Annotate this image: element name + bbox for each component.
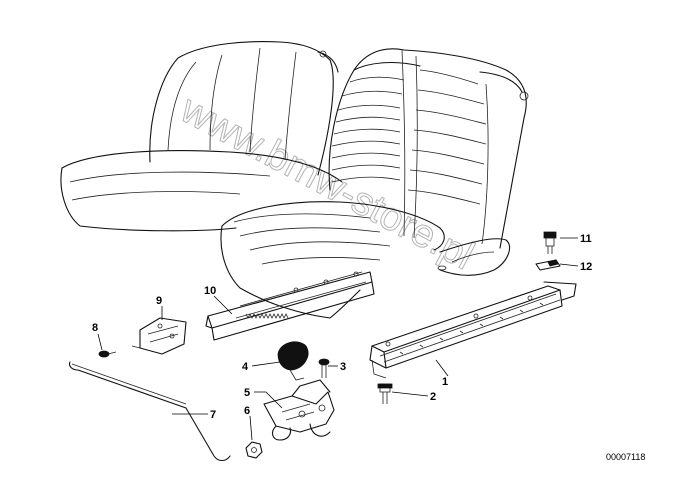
lever-mechanism-part-5 bbox=[263, 379, 335, 441]
bracket-part-9 bbox=[131, 317, 187, 355]
screw-part-3 bbox=[318, 358, 330, 378]
callout-8: 8 bbox=[92, 322, 98, 334]
callout-5: 5 bbox=[244, 387, 250, 399]
connecting-rod-part-7 bbox=[68, 361, 231, 462]
part-number: 00007118 bbox=[606, 452, 645, 462]
callout-6: 6 bbox=[244, 405, 250, 417]
bolt-part-2 bbox=[377, 383, 393, 404]
callout-1: 1 bbox=[442, 376, 448, 388]
callout-9: 9 bbox=[156, 295, 162, 307]
leader-lines bbox=[97, 237, 579, 441]
nut-part-6 bbox=[245, 441, 263, 459]
callout-7: 7 bbox=[210, 409, 216, 421]
front-seat bbox=[220, 48, 529, 319]
callout-3: 3 bbox=[340, 361, 346, 373]
callout-12: 12 bbox=[580, 261, 592, 273]
callout-11: 11 bbox=[580, 233, 592, 245]
bolt-part-11 bbox=[543, 231, 557, 254]
screw-part-8 bbox=[98, 350, 117, 358]
rear-seat-outline bbox=[60, 41, 343, 232]
callout-4: 4 bbox=[242, 361, 249, 373]
rail-outer-part-1 bbox=[369, 281, 577, 379]
callout-2: 2 bbox=[430, 391, 436, 403]
knob-part-4 bbox=[277, 341, 309, 381]
rail-inner-part-10 bbox=[205, 271, 375, 341]
callout-10: 10 bbox=[204, 285, 216, 297]
callout-labels: 1 2 3 4 5 6 7 8 9 10 11 12 bbox=[92, 233, 592, 421]
clip-part-12 bbox=[535, 259, 561, 271]
